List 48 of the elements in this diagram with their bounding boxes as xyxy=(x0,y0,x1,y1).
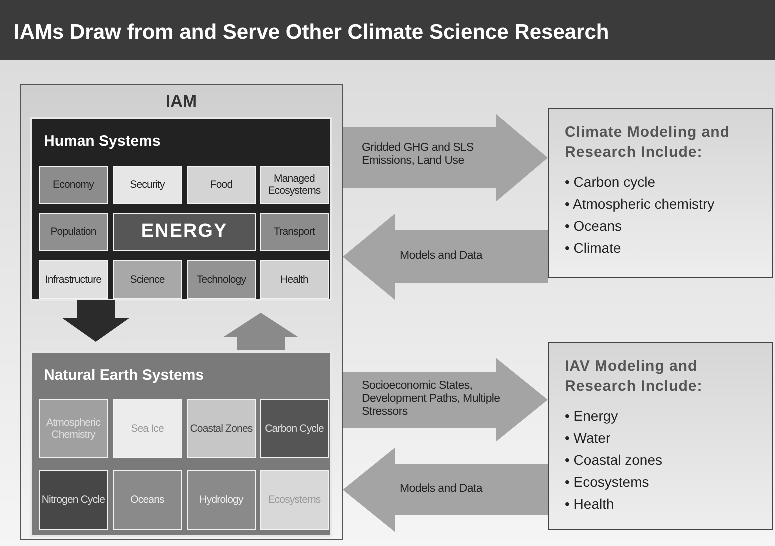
research-box xyxy=(548,108,773,278)
title: IAMs Draw from and Serve Other Climate Science Research xyxy=(14,20,610,46)
category-tile: Hydrology xyxy=(187,470,256,530)
category-tile: Health xyxy=(260,260,329,299)
category-tile: Nitrogen Cycle xyxy=(39,470,108,530)
model-panel xyxy=(20,84,343,540)
group-heading: Human Systems xyxy=(44,132,161,152)
category-tile: Oceans xyxy=(113,470,182,530)
category-tile: Food xyxy=(187,166,256,204)
block-arrow xyxy=(343,114,548,202)
energy-tile: ENERGY xyxy=(113,213,256,251)
category-tile: Ecosystems xyxy=(260,470,329,530)
category-tile: Technology xyxy=(187,260,256,299)
list-item: • Atmospheric chemistry xyxy=(565,195,716,214)
category-tile: Population xyxy=(39,213,108,251)
block-arrow xyxy=(62,300,130,342)
system-group xyxy=(30,351,332,537)
group-heading: Natural Earth Systems xyxy=(44,366,204,386)
category-tile: Managed Ecosystems xyxy=(260,166,329,204)
category-tile: Science xyxy=(113,260,182,299)
list-item: • Health xyxy=(565,495,616,514)
category-tile: Carbon Cycle xyxy=(260,399,329,458)
list-item: • Coastal zones xyxy=(565,451,664,470)
category-tile: Coastal Zones xyxy=(187,399,256,458)
category-tile: Infrastructure xyxy=(39,260,108,299)
edge-label: Socioeconomic States, Development Paths, Multiple Stressors xyxy=(362,380,502,419)
list-item: • Energy xyxy=(565,407,620,426)
block-arrow xyxy=(343,448,548,532)
category-tile: Economy xyxy=(39,166,108,204)
research-box xyxy=(548,342,773,530)
block-arrow xyxy=(224,313,298,350)
list-item: • Water xyxy=(565,429,612,448)
box-heading: IAV Modeling and Research Include: xyxy=(565,357,704,397)
system-group xyxy=(30,117,332,301)
category-tile: Security xyxy=(113,166,182,204)
edge-label: Models and Data xyxy=(400,250,484,263)
box-heading: Climate Modeling and Research Include: xyxy=(565,123,732,163)
list-item: • Ecosystems xyxy=(565,473,650,492)
category-tile: Atmospheric Chemistry xyxy=(39,399,108,458)
list-item: • Climate xyxy=(565,239,622,258)
list-item: • Carbon cycle xyxy=(565,173,656,192)
edge-label: Gridded GHG and SLS Emissions, Land Use xyxy=(362,142,475,168)
category-tile: Transport xyxy=(260,213,329,251)
panel-heading: IAM xyxy=(164,91,198,113)
block-arrow xyxy=(343,214,548,300)
edge-label: Models and Data xyxy=(400,483,484,496)
category-tile: Sea Ice xyxy=(113,399,182,458)
list-item: • Oceans xyxy=(565,217,624,236)
